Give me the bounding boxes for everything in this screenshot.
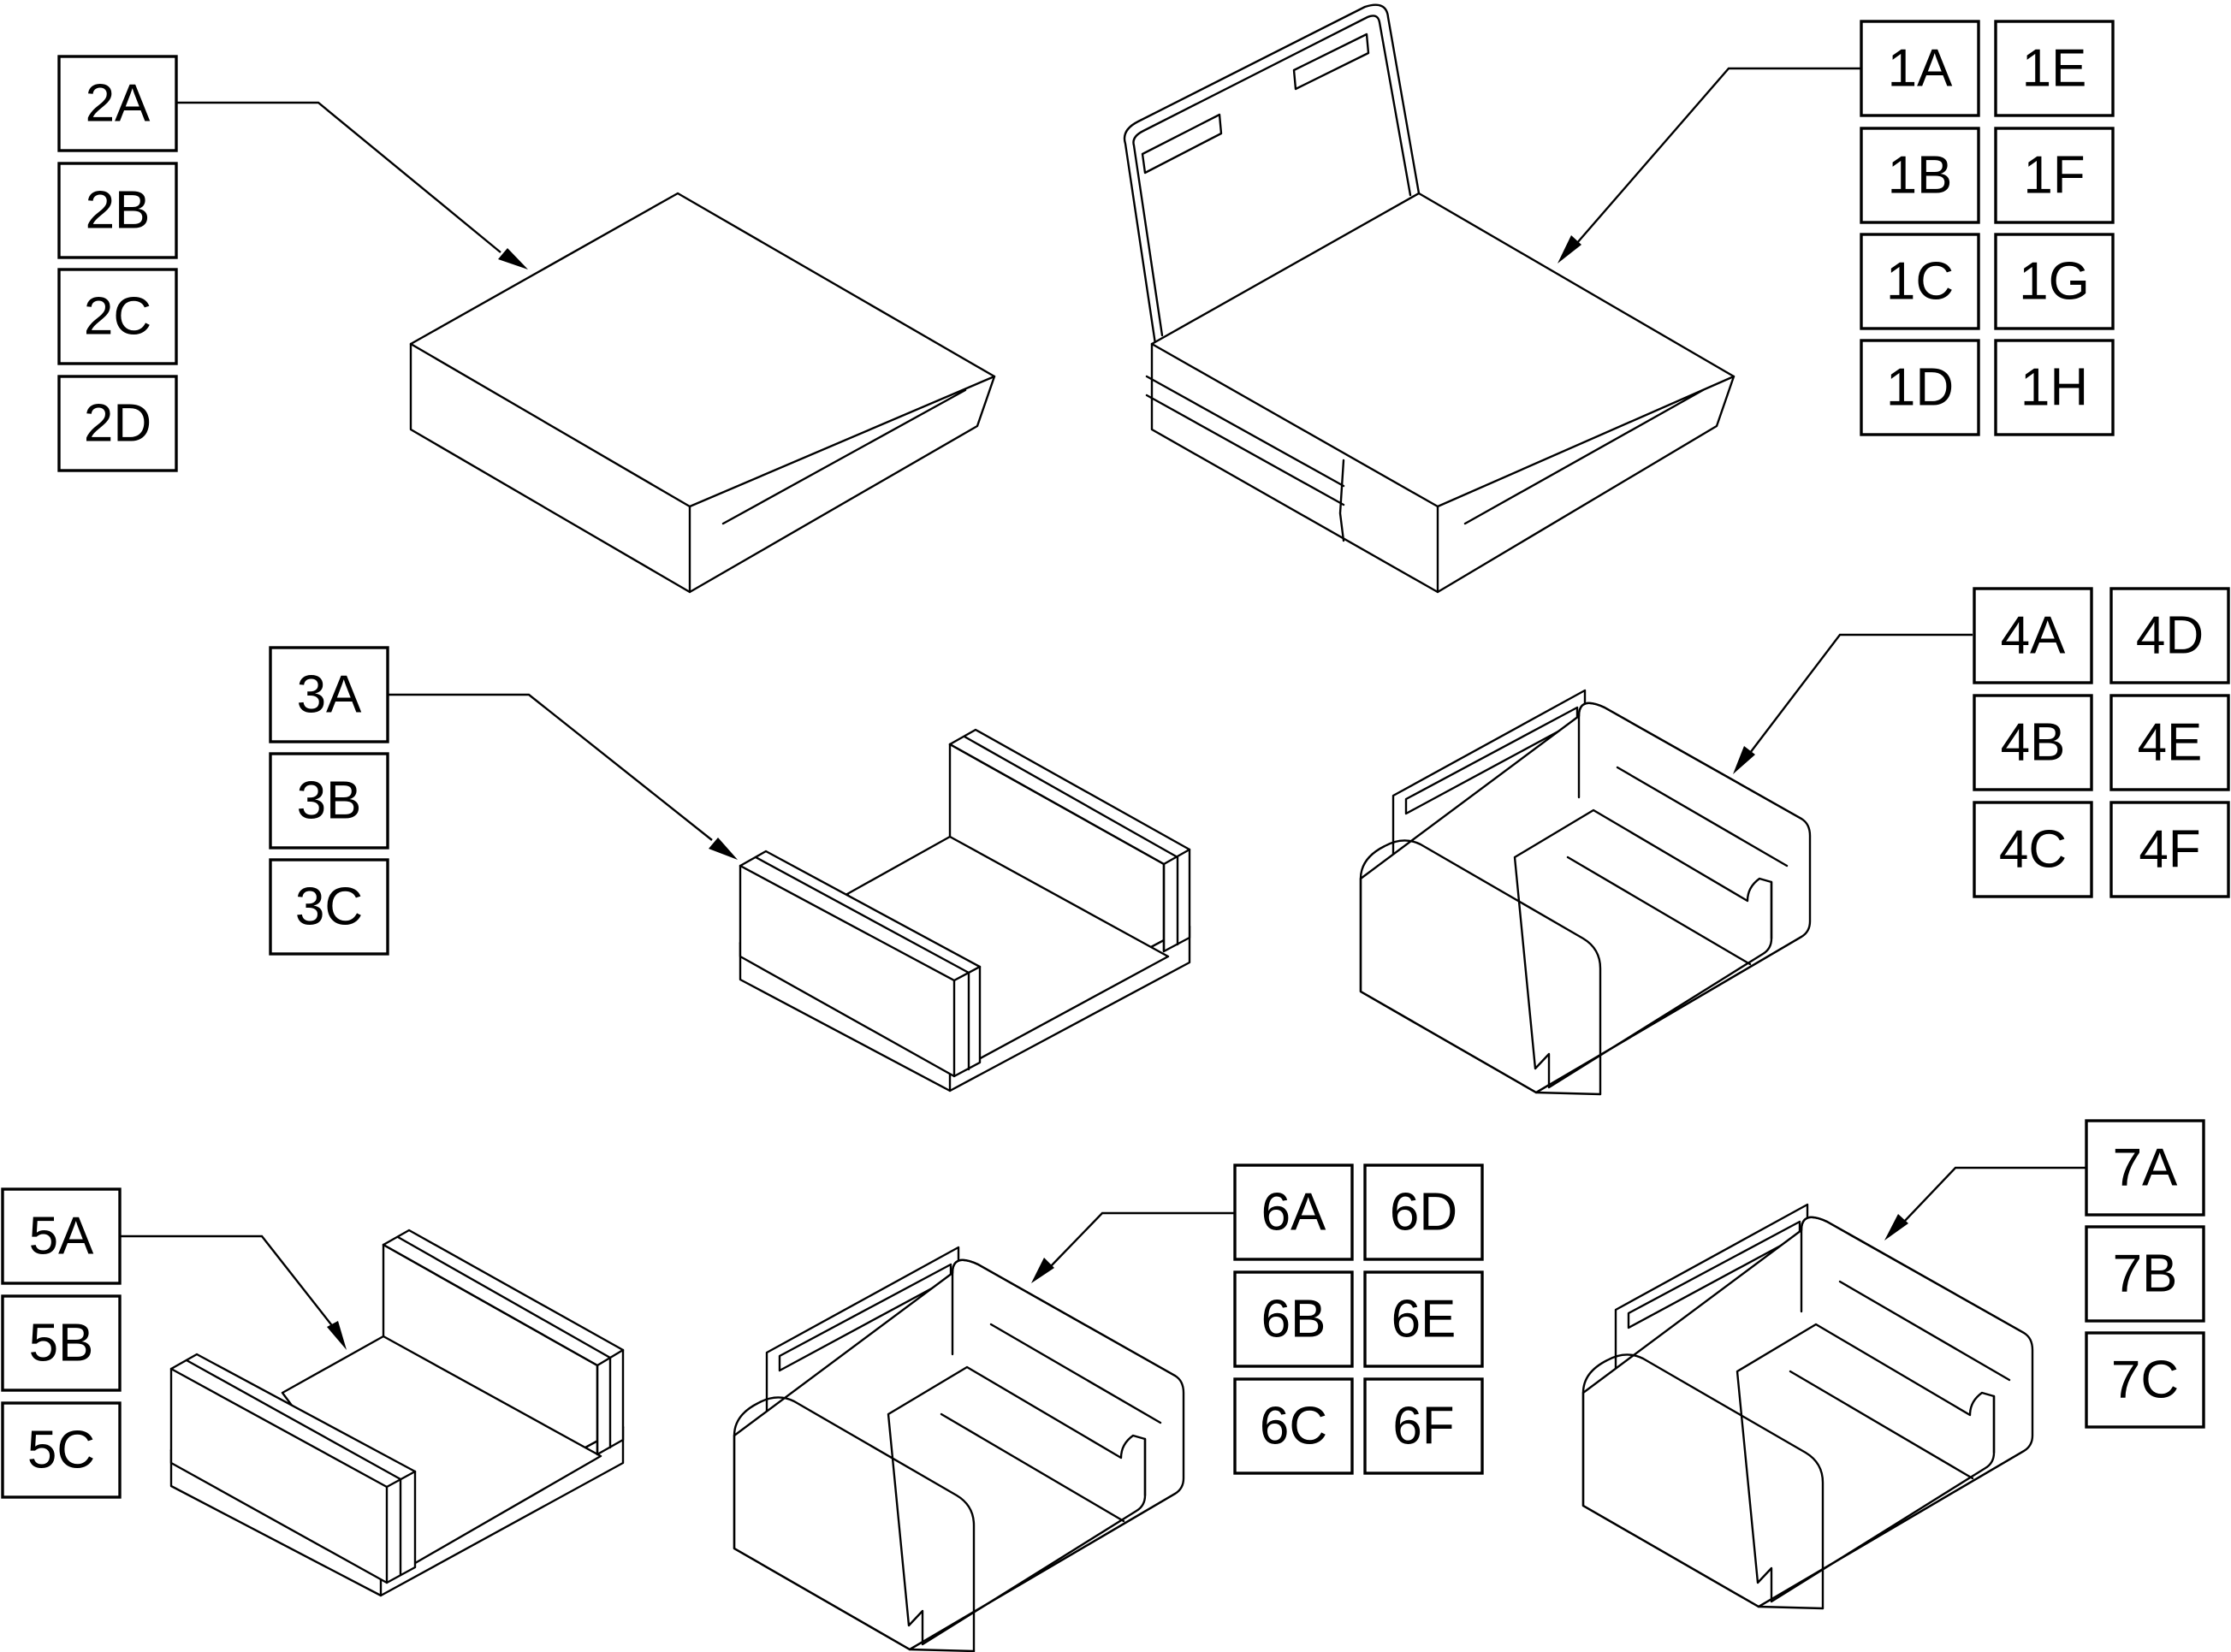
part-label-2b: 2B <box>57 162 178 259</box>
leader-group-1 <box>1558 67 1861 263</box>
svg-text:4A: 4A <box>2001 607 2066 666</box>
seat-part-7 <box>1581 1203 2034 1610</box>
part-label-6d: 6D <box>1363 1164 1484 1261</box>
svg-text:1A: 1A <box>1888 39 1953 98</box>
callout-group-4: 4A 4D 4B 4E 4C 4F <box>1973 587 2230 898</box>
callout-group-1: 1A 1E 1B 1F 1C 1G 1D 1H <box>1860 20 2115 436</box>
svg-text:1E: 1E <box>2022 39 2087 98</box>
seat-part-6 <box>733 1246 1185 1652</box>
svg-text:6A: 6A <box>1261 1183 1326 1242</box>
svg-text:2C: 2C <box>84 287 151 346</box>
svg-text:1H: 1H <box>2020 358 2088 417</box>
part-label-6b: 6B <box>1233 1270 1354 1368</box>
part-label-6e: 6E <box>1363 1270 1484 1368</box>
part-label-1g: 1G <box>1994 233 2115 330</box>
cushion-part-2 <box>409 192 996 594</box>
callout-group-7: 7A 7B 7C <box>2085 1119 2205 1429</box>
svg-text:5A: 5A <box>29 1207 94 1266</box>
leader-group-3 <box>387 693 738 860</box>
svg-text:1F: 1F <box>2023 146 2085 205</box>
part-label-2a: 2A <box>57 55 178 152</box>
cushion-part-1 <box>1123 3 1736 594</box>
svg-text:6D: 6D <box>1390 1183 1457 1242</box>
svg-text:2A: 2A <box>86 74 151 133</box>
part-label-4b: 4B <box>1973 694 2093 791</box>
part-label-1e: 1E <box>1994 20 2115 117</box>
svg-text:3B: 3B <box>297 772 362 831</box>
part-label-4c: 4C <box>1973 801 2093 898</box>
part-label-6c: 6C <box>1233 1377 1354 1475</box>
svg-text:4E: 4E <box>2138 713 2203 773</box>
part-label-7c: 7C <box>2085 1331 2205 1429</box>
svg-text:6C: 6C <box>1260 1397 1327 1456</box>
part-label-3c: 3C <box>269 858 389 956</box>
part-label-3b: 3B <box>269 752 389 850</box>
svg-text:6F: 6F <box>1392 1397 1454 1456</box>
svg-text:7B: 7B <box>2113 1245 2178 1304</box>
leader-group-6 <box>1031 1211 1235 1283</box>
leader-group-5 <box>120 1235 347 1350</box>
part-label-7b: 7B <box>2085 1225 2205 1323</box>
svg-text:6B: 6B <box>1261 1290 1326 1349</box>
part-label-1b: 1B <box>1860 127 1980 224</box>
svg-text:1B: 1B <box>1888 146 1953 205</box>
part-label-7a: 7A <box>2085 1119 2205 1217</box>
part-label-2d: 2D <box>57 375 178 472</box>
part-label-6a: 6A <box>1233 1164 1354 1261</box>
callout-group-2: 2A 2B 2C 2D <box>57 55 178 472</box>
svg-text:5B: 5B <box>29 1314 94 1373</box>
part-label-6f: 6F <box>1363 1377 1484 1475</box>
seat-part-4 <box>1359 689 1812 1096</box>
leader-group-2 <box>177 101 528 269</box>
part-label-4a: 4A <box>1973 587 2093 684</box>
svg-text:7C: 7C <box>2111 1351 2179 1410</box>
svg-text:1C: 1C <box>1886 252 1954 311</box>
svg-text:4D: 4D <box>2136 607 2204 666</box>
callout-group-6: 6A 6D 6B 6E 6C 6F <box>1233 1164 1484 1475</box>
svg-text:6E: 6E <box>1391 1290 1457 1349</box>
callout-group-5: 5A 5B 5C <box>1 1187 122 1499</box>
part-label-5c: 5C <box>1 1401 122 1499</box>
svg-text:2B: 2B <box>86 181 151 240</box>
tray-part-5 <box>169 1229 625 1597</box>
part-label-4e: 4E <box>2109 694 2230 791</box>
svg-text:4B: 4B <box>2001 713 2066 773</box>
svg-text:2D: 2D <box>84 394 151 453</box>
part-label-1c: 1C <box>1860 233 1980 330</box>
part-label-1d: 1D <box>1860 339 1980 436</box>
tray-part-3 <box>739 728 1191 1092</box>
part-label-5b: 5B <box>1 1294 122 1392</box>
part-label-4f: 4F <box>2109 801 2230 898</box>
svg-text:7A: 7A <box>2113 1139 2178 1198</box>
svg-text:4F: 4F <box>2139 820 2200 879</box>
svg-text:4C: 4C <box>1999 820 2067 879</box>
part-label-2c: 2C <box>57 268 178 365</box>
leader-group-4 <box>1733 633 1973 774</box>
part-label-1f: 1F <box>1994 127 2115 224</box>
leader-lines <box>120 67 2086 1350</box>
part-label-3a: 3A <box>269 646 389 743</box>
part-label-1h: 1H <box>1994 339 2115 436</box>
callouts: 2A 2B 2C 2D 1A 1E 1B 1F 1C 1G 1D 1H 3A 3… <box>1 20 2230 1499</box>
svg-text:1D: 1D <box>1886 358 1954 417</box>
callout-group-3: 3A 3B 3C <box>269 646 389 956</box>
svg-text:3C: 3C <box>295 878 363 937</box>
svg-text:3A: 3A <box>297 666 362 725</box>
svg-text:1G: 1G <box>2019 252 2090 311</box>
part-label-5a: 5A <box>1 1187 122 1285</box>
part-label-1a: 1A <box>1860 20 1980 117</box>
leader-group-7 <box>1884 1166 2086 1240</box>
part-label-4d: 4D <box>2109 587 2230 684</box>
svg-text:5C: 5C <box>27 1421 95 1480</box>
